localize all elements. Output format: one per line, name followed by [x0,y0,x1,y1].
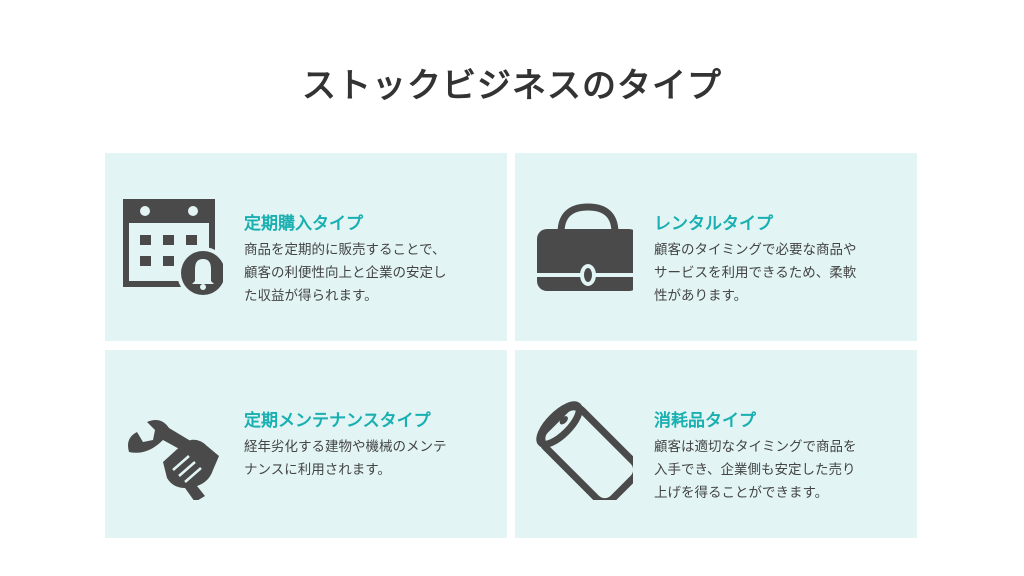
card-consumables: 消耗品タイプ 顧客は適切なタイミングで商品を 入手でき、企業側も安定した売り 上… [515,350,917,538]
card-title: 定期メンテナンスタイプ [244,411,431,431]
card-description: 経年劣化する建物や機械のメンテ ナンスに利用されます。 [244,439,447,478]
card-title: 定期購入タイプ [244,214,363,234]
bag-icon [537,203,633,291]
card-rental: レンタルタイプ 顧客のタイミングで必要な商品や サービスを利用できるため、柔軟 … [515,153,917,341]
card-subscription: 定期購入タイプ 商品を定期的に販売することで、 顧客の利便性向上と企業の安定し … [105,153,507,341]
card-description: 商品を定期的に販売することで、 顧客の利便性向上と企業の安定し た収益が得られま… [244,242,447,304]
card-maintenance: 定期メンテナンスタイプ 経年劣化する建物や機械のメンテ ナンスに利用されます。 [105,350,507,538]
card-title: 消耗品タイプ [654,411,756,431]
card-description: 顧客のタイミングで必要な商品や サービスを利用できるため、柔軟 性があります。 [654,242,857,304]
page-title: ストックビジネスのタイプ [302,66,722,106]
wrench-hand-icon [128,420,219,500]
card-title: レンタルタイプ [654,214,773,234]
card-description: 顧客は適切なタイミングで商品を 入手でき、企業側も安定した売り 上げを得ることが… [654,439,857,501]
calendar-bell-icon [123,199,223,299]
cylinder-icon [536,401,633,500]
